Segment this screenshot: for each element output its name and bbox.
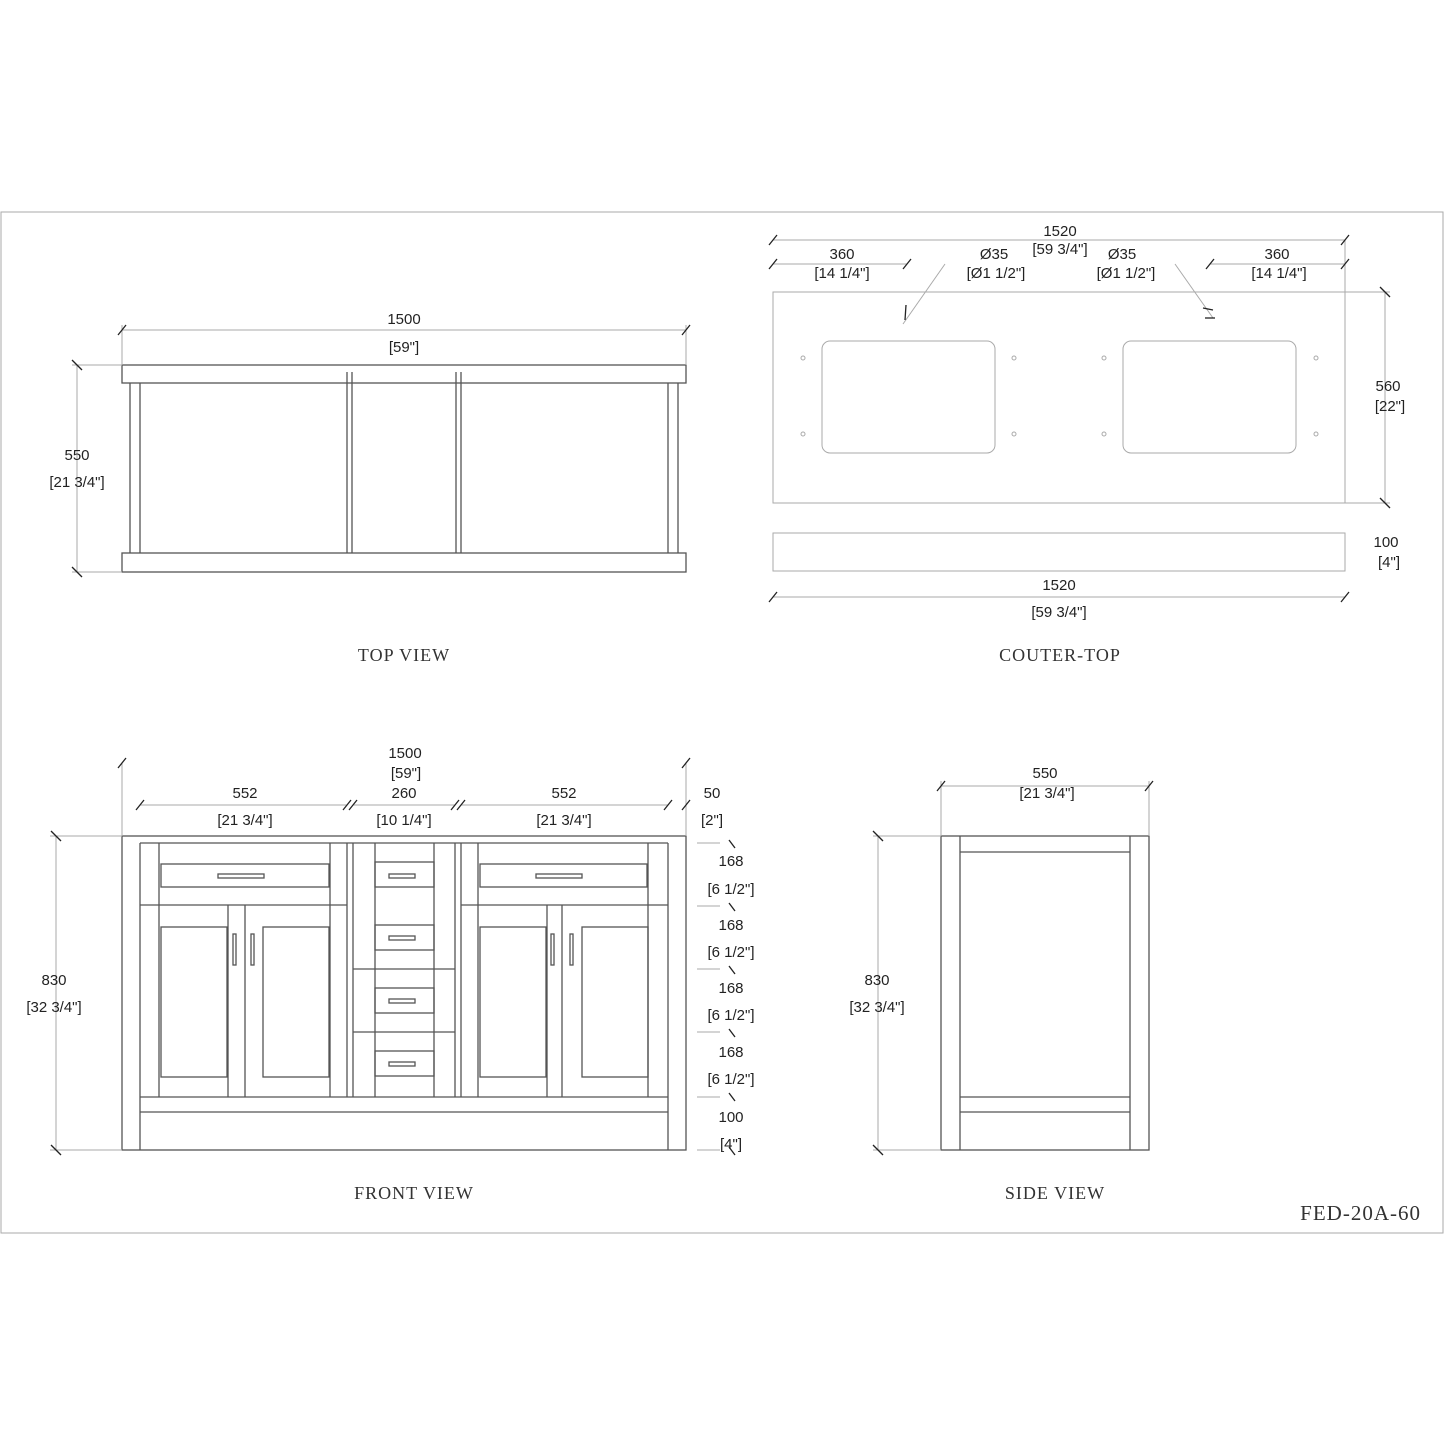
front-view: 1500 [59"] 552 [21 3/4"] 260 [10 1/4"] 5… bbox=[26, 745, 754, 1203]
front-center-width-mm: 260 bbox=[391, 785, 416, 802]
drawer-4-in: [6 1/2"] bbox=[707, 1071, 754, 1088]
side-height-in: [32 3/4"] bbox=[849, 999, 904, 1016]
front-view-dimension-lines bbox=[50, 763, 720, 1151]
side-view: 550 [21 3/4"] 830 [32 3/4"] SIDE VIEW bbox=[849, 765, 1154, 1203]
drawer-4-mm: 168 bbox=[718, 1044, 743, 1061]
front-width-in: [59"] bbox=[391, 765, 421, 782]
top-depth-in: [21 3/4"] bbox=[49, 474, 104, 491]
front-side-mm: 50 bbox=[704, 785, 721, 802]
backsplash-height-in: [4"] bbox=[1378, 554, 1400, 571]
top-width-in: [59"] bbox=[389, 339, 419, 356]
counter-left-offset-mm: 360 bbox=[829, 246, 854, 263]
side-view-outline bbox=[940, 835, 1150, 1151]
counter-outline bbox=[772, 239, 1390, 598]
side-height-mm: 830 bbox=[864, 972, 889, 989]
model-code: FED-20A-60 bbox=[1300, 1201, 1421, 1225]
counter-top-view: 1520 [59 3/4"] 360 [14 1/4"] Ø35 [Ø1 1/2… bbox=[768, 223, 1405, 665]
backsplash-height-mm: 100 bbox=[1373, 534, 1398, 551]
top-view-dimension-lines bbox=[72, 325, 687, 573]
top-view: 1500 [59"] 550 [21 3/4"] TOP VIEW bbox=[49, 311, 691, 665]
front-view-outline bbox=[121, 835, 687, 1151]
counter-right-offset-mm: 360 bbox=[1264, 246, 1289, 263]
faucet-hole-right-in: [Ø1 1/2"] bbox=[1097, 265, 1156, 282]
drawer-1-mm: 168 bbox=[718, 853, 743, 870]
top-depth-mm: 550 bbox=[64, 447, 89, 464]
top-view-outline bbox=[121, 364, 687, 573]
drawer-3-mm: 168 bbox=[718, 980, 743, 997]
toe-kick-in: [4"] bbox=[720, 1136, 742, 1153]
front-right-width-mm: 552 bbox=[551, 785, 576, 802]
front-width-mm: 1500 bbox=[388, 745, 421, 762]
counter-left-offset-in: [14 1/4"] bbox=[814, 265, 869, 282]
top-view-title: TOP VIEW bbox=[358, 645, 450, 665]
front-center-width-in: [10 1/4"] bbox=[376, 812, 431, 829]
front-right-width-in: [21 3/4"] bbox=[536, 812, 591, 829]
toe-kick-mm: 100 bbox=[718, 1109, 743, 1126]
front-left-width-mm: 552 bbox=[232, 785, 257, 802]
counter-width-mm: 1520 bbox=[1043, 223, 1076, 240]
sheet-border bbox=[0, 211, 1444, 1234]
front-view-title: FRONT VIEW bbox=[354, 1183, 474, 1203]
top-width-mm: 1500 bbox=[387, 311, 420, 328]
front-height-mm: 830 bbox=[41, 972, 66, 989]
faucet-hole-right-mm: Ø35 bbox=[1108, 246, 1136, 263]
front-left-width-in: [21 3/4"] bbox=[217, 812, 272, 829]
counter-depth-in: [22"] bbox=[1375, 398, 1405, 415]
faucet-hole-left-mm: Ø35 bbox=[980, 246, 1008, 263]
counter-bottom-width-in: [59 3/4"] bbox=[1031, 604, 1086, 621]
side-depth-in: [21 3/4"] bbox=[1019, 785, 1074, 802]
drawer-2-in: [6 1/2"] bbox=[707, 944, 754, 961]
drawer-2-mm: 168 bbox=[718, 917, 743, 934]
front-height-in: [32 3/4"] bbox=[26, 999, 81, 1016]
counter-right-offset-in: [14 1/4"] bbox=[1251, 265, 1306, 282]
faucet-hole-left-in: [Ø1 1/2"] bbox=[967, 265, 1026, 282]
counter-depth-mm: 560 bbox=[1375, 378, 1400, 395]
drawer-3-in: [6 1/2"] bbox=[707, 1007, 754, 1024]
counter-bottom-width-mm: 1520 bbox=[1042, 577, 1075, 594]
side-view-title: SIDE VIEW bbox=[1005, 1183, 1105, 1203]
drawer-1-in: [6 1/2"] bbox=[707, 881, 754, 898]
counter-width-in: [59 3/4"] bbox=[1032, 241, 1087, 258]
counter-top-title: COUTER-TOP bbox=[999, 645, 1121, 665]
side-depth-mm: 550 bbox=[1032, 765, 1057, 782]
side-view-dimension-lines bbox=[873, 781, 1150, 1151]
front-side-in: [2"] bbox=[701, 812, 723, 829]
